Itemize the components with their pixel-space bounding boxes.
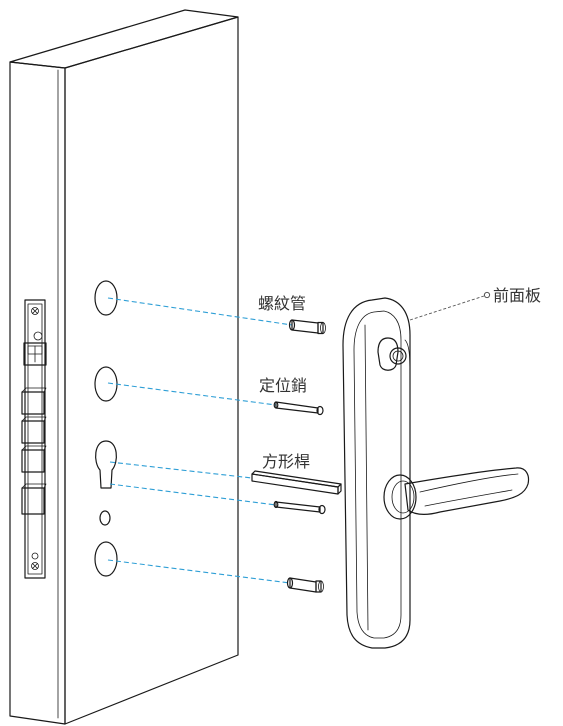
guide-locating-pin — [107, 382, 277, 406]
faceplate-screw-bottom-2 — [31, 552, 39, 560]
label-locating-pin: 定位銷 — [259, 376, 307, 395]
threaded-tube-upper — [288, 319, 326, 335]
door — [9, 9, 239, 725]
label-square-spindle: 方形桿 — [262, 452, 310, 471]
mortise-faceplate — [21, 299, 47, 579]
guide-lines — [107, 297, 293, 584]
panel-bevel — [364, 324, 369, 631]
handle-rose — [383, 474, 417, 520]
door-holes — [94, 280, 118, 577]
panel-rim — [404, 339, 411, 381]
door-edge-face — [9, 61, 66, 725]
hole-upper — [94, 280, 118, 316]
guide-threaded-tube-2 — [107, 559, 291, 584]
label-threaded-tube: 螺紋管 — [258, 294, 306, 313]
faceplate-screw-bottom — [31, 562, 39, 570]
latch-bolt — [23, 342, 47, 366]
panel-body — [342, 297, 411, 649]
faceplate-inner — [27, 303, 43, 575]
front-panel-leader — [409, 295, 485, 321]
fingerprint-sensor — [377, 337, 407, 371]
guide-locating-pin-2 — [109, 483, 277, 506]
panel-inner-edge — [353, 310, 402, 639]
label-front-panel: 前面板 — [493, 286, 541, 305]
faceplate-round-hole — [33, 331, 43, 341]
hole-locating — [94, 366, 118, 402]
locating-pin-upper — [273, 401, 324, 416]
front-panel-leader-dot — [483, 291, 491, 299]
threaded-tube-lower — [286, 577, 324, 593]
deadbolt-blocks — [21, 387, 47, 515]
door-front-face — [64, 16, 239, 725]
square-spindle — [251, 470, 342, 495]
door-top-face — [9, 9, 239, 69]
guide-square-spindle — [109, 461, 253, 479]
faceplate-screw-top — [31, 307, 39, 315]
locating-pin-lower — [273, 500, 326, 515]
guide-threaded-tube — [107, 297, 293, 326]
front-panel — [342, 297, 530, 649]
lever-handle — [404, 467, 530, 516]
lever-edge — [424, 489, 513, 507]
hole-lower — [94, 541, 118, 577]
lever-highlight — [419, 473, 519, 493]
hole-small — [99, 510, 111, 526]
faceplate-plate — [24, 299, 46, 579]
hole-spindle — [95, 440, 117, 489]
